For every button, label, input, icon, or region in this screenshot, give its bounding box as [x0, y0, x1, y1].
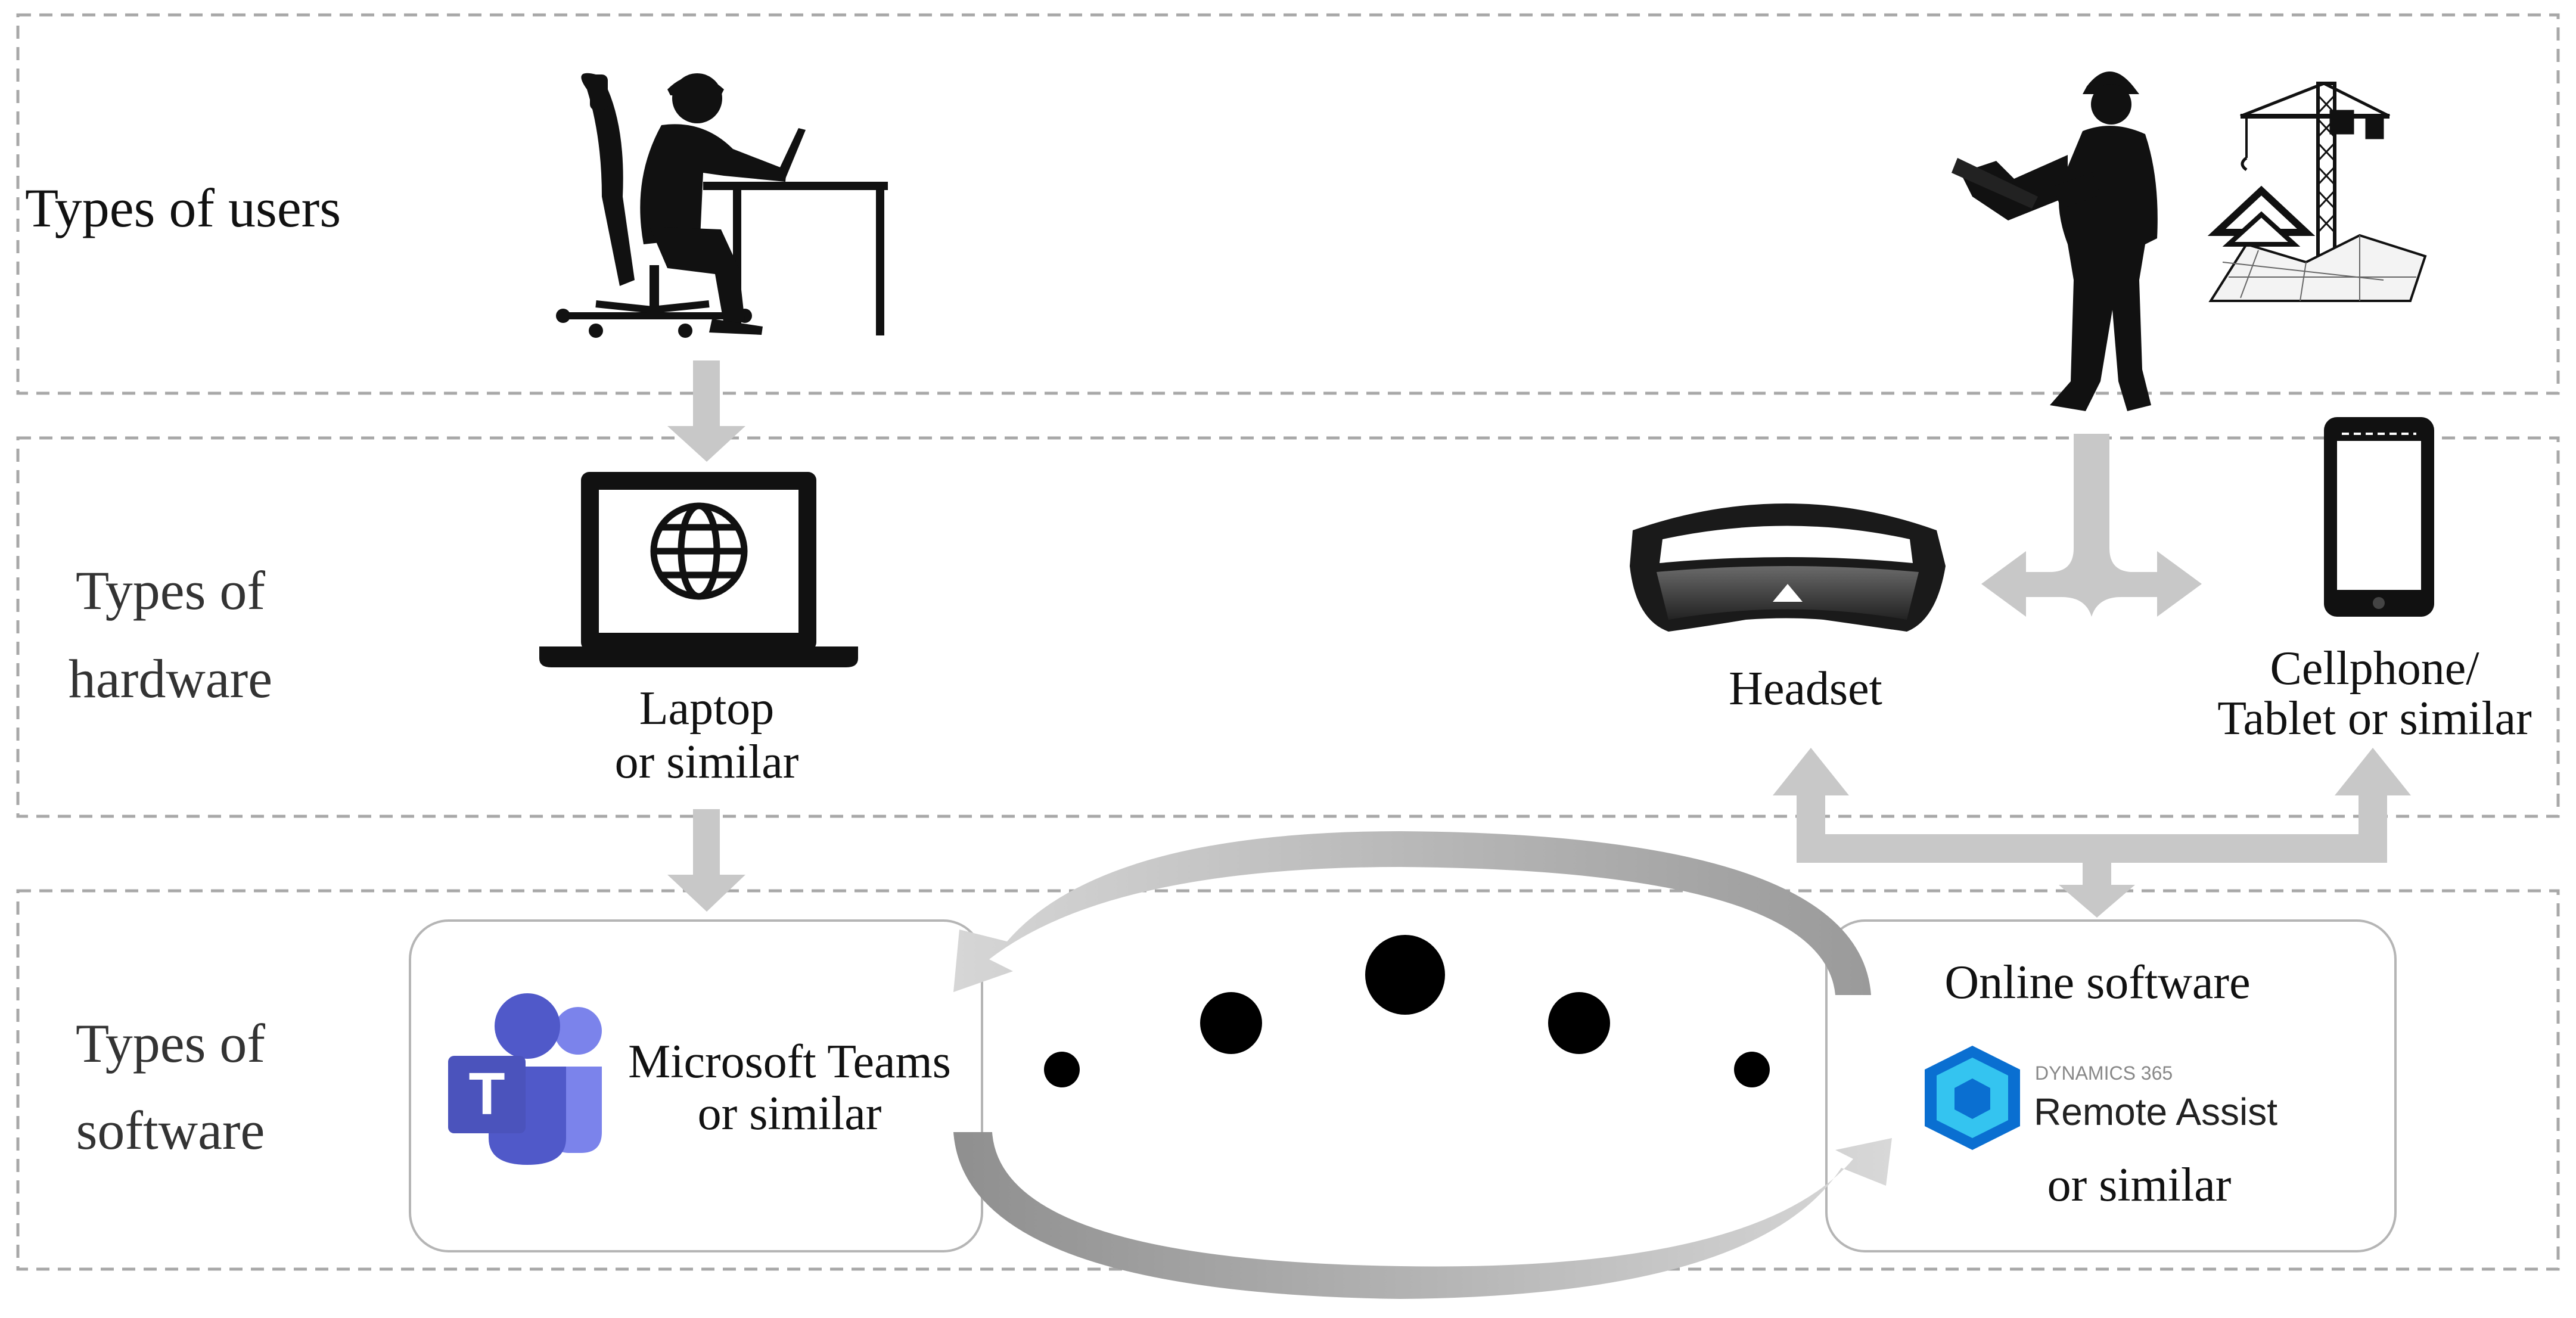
construction-worker-icon	[1952, 72, 2158, 411]
crane-plans-icon	[2207, 82, 2427, 302]
hardware-row-label-line1: Types of	[76, 560, 265, 621]
teams-label-line2: or similar	[698, 1087, 882, 1140]
hardware-row-box	[16, 436, 2560, 818]
phone-label-line1: Cellphone/	[2270, 642, 2479, 695]
headset-label: Headset	[1729, 663, 1882, 715]
globe-icon	[650, 502, 748, 600]
laptop-icon	[539, 472, 858, 667]
office-worker-icon	[556, 73, 888, 338]
laptop-label-line2: or similar	[615, 736, 799, 788]
arrow-worker-to-devices	[1981, 434, 2202, 617]
online-software-label-line2: or similar	[2047, 1159, 2232, 1211]
software-row-label-line1: Types of	[76, 1013, 265, 1074]
teams-software-box	[409, 919, 983, 1252]
dynamics-365-logo-icon	[1925, 1046, 2020, 1150]
teams-logo-letter: T	[468, 1061, 505, 1127]
dynamics-brand-small: DYNAMICS 365	[2035, 1062, 2173, 1084]
ellipsis-dots	[1044, 935, 1770, 1087]
software-row-label-line2: software	[76, 1100, 265, 1161]
hardware-row-label-line2: hardware	[69, 648, 272, 709]
arrow-software-to-devices	[1773, 748, 2411, 918]
dot	[1044, 1052, 1080, 1087]
users-row-box	[16, 13, 2560, 395]
microsoft-teams-logo-icon: T	[448, 993, 602, 1165]
curved-arrow-top	[953, 831, 1871, 995]
dot	[1548, 992, 1610, 1054]
dynamics-brand-big: Remote Assist	[2034, 1090, 2277, 1133]
phone-icon	[2324, 417, 2434, 617]
users-row-label: Types of users	[25, 178, 341, 238]
dot	[1200, 992, 1262, 1054]
online-software-title: Online software	[1944, 956, 2250, 1009]
arrow-user-to-laptop	[667, 360, 745, 462]
laptop-label-line1: Laptop	[639, 682, 775, 735]
arrow-laptop-to-software	[667, 809, 745, 912]
curved-arrow-bottom	[953, 1132, 1892, 1299]
headset-icon	[1630, 503, 1946, 632]
teams-label-line1: Microsoft Teams	[628, 1036, 951, 1088]
dot	[1734, 1052, 1770, 1087]
online-software-box	[1825, 919, 2397, 1252]
phone-label-line2: Tablet or similar	[2217, 692, 2532, 745]
dot	[1365, 935, 1445, 1015]
